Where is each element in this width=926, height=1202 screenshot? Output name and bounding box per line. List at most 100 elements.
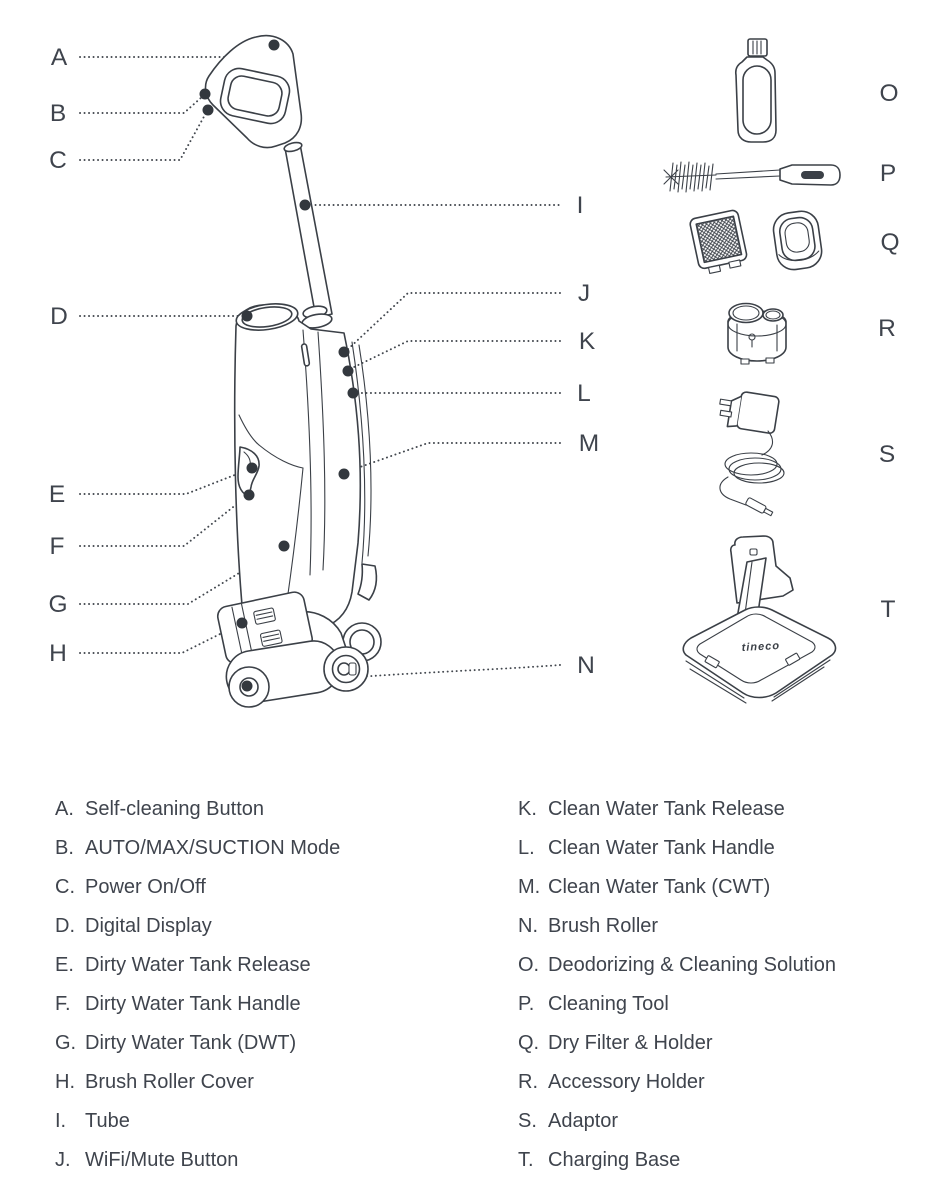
caster-wheel-inner <box>331 654 361 684</box>
accessory-holder-illustration <box>727 302 787 365</box>
legend-item: N.Brush Roller <box>518 907 918 946</box>
callout-letter-q: Q <box>880 229 899 256</box>
jack-body <box>745 497 767 514</box>
callout-dot-k <box>342 365 354 377</box>
callout-letter-r: R <box>878 315 896 342</box>
legend-item: I.Tube <box>55 1102 485 1141</box>
filter-tab-1 <box>707 264 722 274</box>
callout-dot-e <box>246 462 258 474</box>
cord-top <box>761 430 774 456</box>
leader-line-e <box>79 468 251 495</box>
callout-letter-k: K <box>579 328 596 355</box>
legend-item: T.Charging Base <box>518 1141 918 1180</box>
legend-item: H.Brush Roller Cover <box>55 1063 485 1102</box>
cwt-foot <box>357 563 378 601</box>
callout-dot-n <box>241 680 253 692</box>
legend-key: N. <box>518 915 538 937</box>
cwt-edge-1 <box>351 341 366 564</box>
adaptor-plug <box>719 391 780 434</box>
brush-shaft <box>715 169 781 180</box>
legend-item: G.Dirty Water Tank (DWT) <box>55 1024 485 1063</box>
callout-letter-l: L <box>577 380 591 407</box>
filter-holder-illustration <box>772 210 823 271</box>
callout-dot-m <box>338 468 350 480</box>
bottle-cap-ridges <box>752 40 762 55</box>
legend-label: Dirty Water Tank Release <box>85 954 311 976</box>
cleaning-tool-illustration <box>663 161 841 193</box>
legend-item: B.AUTO/MAX/SUCTION Mode <box>55 829 485 868</box>
filter-tab-2 <box>728 259 742 269</box>
legend-key: K. <box>518 798 537 820</box>
holder-foot-2 <box>765 357 775 364</box>
legend-label: Brush Roller Cover <box>85 1071 254 1093</box>
base-clip-2 <box>785 652 801 666</box>
base-tray <box>682 606 837 699</box>
holder-cup-large-inner <box>732 305 760 321</box>
callout-dot-f <box>243 489 255 501</box>
legend-key: C. <box>55 876 75 898</box>
legend-label: Cleaning Tool <box>548 993 669 1015</box>
callout-dot-i <box>299 199 311 211</box>
legend-label: AUTO/MAX/SUCTION Mode <box>85 837 341 859</box>
tube-shape <box>284 143 333 319</box>
callout-letter-j: J <box>578 280 590 307</box>
legend-key: E. <box>55 954 74 976</box>
legend-label: Clean Water Tank Release <box>548 798 785 820</box>
legend-item: F.Dirty Water Tank Handle <box>55 985 485 1024</box>
leader-line-j <box>345 292 561 352</box>
legend-key: Q. <box>518 1032 540 1054</box>
cord-coil-2 <box>728 457 782 481</box>
callout-letter-e: E <box>49 481 65 508</box>
cord-coil-1 <box>724 452 778 476</box>
plug-body <box>736 391 780 434</box>
holder-inner <box>784 222 810 253</box>
leader-line-f <box>79 495 248 547</box>
callout-letter-p: P <box>880 160 896 187</box>
base-groove-1 <box>685 659 831 699</box>
brush-bristles <box>663 161 714 193</box>
handle-grip-inner <box>227 75 283 117</box>
legend-label: Clean Water Tank (CWT) <box>548 876 771 898</box>
leader-line-g <box>79 546 283 605</box>
filter-mesh <box>695 215 743 264</box>
adaptor-illustration <box>719 391 785 517</box>
legend-key: R. <box>518 1071 538 1093</box>
legend-column-right: K. Clean Water Tank Release L.Clean Water… <box>518 790 918 1180</box>
legend-key: S. <box>518 1110 537 1132</box>
legend-item: Q.Dry Filter & Holder <box>518 1024 918 1063</box>
legend-item: A.Self-cleaning Button <box>55 790 485 829</box>
plug-prong-2 <box>719 409 733 418</box>
caster-hub <box>337 662 351 676</box>
leader-line-b <box>79 95 204 114</box>
dry-filter-illustration <box>689 209 748 274</box>
callout-dot-b <box>199 88 211 100</box>
caster-notch <box>348 662 357 676</box>
leader-line-c <box>79 112 207 161</box>
callout-letter-o: O <box>879 80 898 107</box>
leader-line-k <box>349 340 561 370</box>
parts-diagram: tineco A B C D E F G <box>48 34 900 708</box>
body-seam-2 <box>317 331 326 571</box>
legend-item: K. Clean Water Tank Release <box>518 790 918 829</box>
legend-label: Dirty Water Tank Handle <box>85 993 301 1015</box>
legend-item: D.Digital Display <box>55 907 485 946</box>
dwt-shoulder <box>238 414 260 446</box>
solution-bottle-illustration <box>734 38 777 143</box>
legend-item: L.Clean Water Tank Handle <box>518 829 918 868</box>
callout-dot-l <box>347 387 359 399</box>
legend-key: G. <box>55 1032 77 1054</box>
legend-item: S.Adaptor <box>518 1102 918 1141</box>
callout-dot-d <box>241 310 253 322</box>
legend-item: C.Power On/Off <box>55 868 485 907</box>
leader-lines <box>79 45 561 687</box>
bottle-label <box>742 65 772 135</box>
callout-dot-c <box>202 104 214 116</box>
callout-letter-d: D <box>50 303 68 330</box>
legend-label: Deodorizing & Cleaning Solution <box>548 954 836 976</box>
callout-letter-a: A <box>51 44 68 71</box>
leader-line-a <box>79 45 273 58</box>
cover-latch-1-stripes <box>255 611 274 620</box>
legend-item: O.Deodorizing & Cleaning Solution <box>518 946 918 985</box>
holder-foot-1 <box>740 358 750 365</box>
